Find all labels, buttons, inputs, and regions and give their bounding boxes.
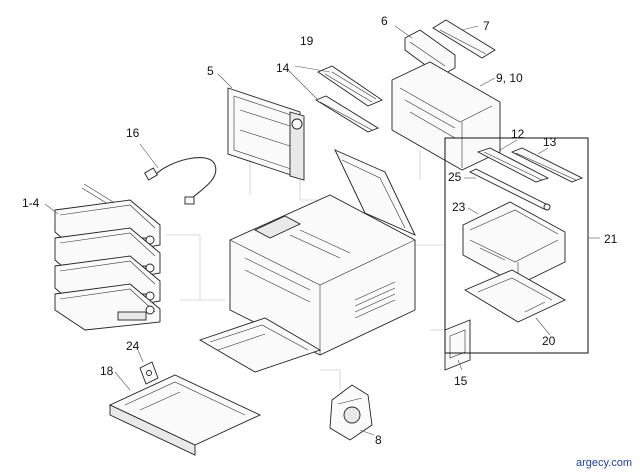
- callout-18: 18: [100, 364, 114, 378]
- callout-9-10: 9, 10: [496, 71, 523, 85]
- callout-7: 7: [483, 19, 490, 33]
- callout-labels: 1-4 5 19 14 6 7 9, 10 16 12 13 25 23 21 …: [22, 14, 618, 447]
- front-manual-tray: [198, 317, 322, 373]
- callout-13: 13: [543, 135, 557, 149]
- cassette-part-24: [139, 361, 159, 385]
- callout-19: 19: [300, 34, 314, 48]
- callout-16: 16: [126, 126, 140, 140]
- connector-part-15: [444, 319, 471, 371]
- callout-8: 8: [375, 433, 382, 447]
- callout-20: 20: [542, 334, 556, 348]
- fuser-unit: [391, 61, 501, 171]
- callout-12: 12: [511, 127, 525, 141]
- callout-25: 25: [448, 170, 462, 184]
- watermark-text: argecy.com: [575, 457, 632, 469]
- duplex-tray-20: [464, 269, 566, 323]
- duplex-unit: [462, 201, 566, 286]
- fuser-top-7: [432, 19, 496, 59]
- power-cord: [144, 157, 217, 205]
- fuser-cover-6: [404, 29, 456, 77]
- guide-rail-19: [317, 65, 383, 107]
- assembly-group-21-box: [444, 137, 589, 354]
- callout-6: 6: [381, 14, 388, 28]
- callout-5: 5: [207, 64, 214, 78]
- transfer-belt-unit: [227, 87, 305, 181]
- paper-cassette: [108, 374, 262, 456]
- callout-1-4: 1-4: [22, 196, 40, 210]
- callout-21: 21: [604, 232, 618, 246]
- callout-14: 14: [276, 61, 290, 75]
- callout-23: 23: [452, 200, 466, 214]
- printer-main-body: [229, 149, 416, 356]
- callout-15: 15: [454, 374, 468, 388]
- toner-bottle-8: [329, 384, 373, 441]
- roller-25: [468, 168, 552, 211]
- guide-rail-14: [315, 95, 379, 133]
- toner-cartridge-stack: [54, 183, 161, 331]
- leader-lines: [44, 25, 600, 436]
- roller-12: [476, 147, 550, 183]
- callout-24: 24: [126, 339, 140, 353]
- roller-13: [510, 147, 584, 183]
